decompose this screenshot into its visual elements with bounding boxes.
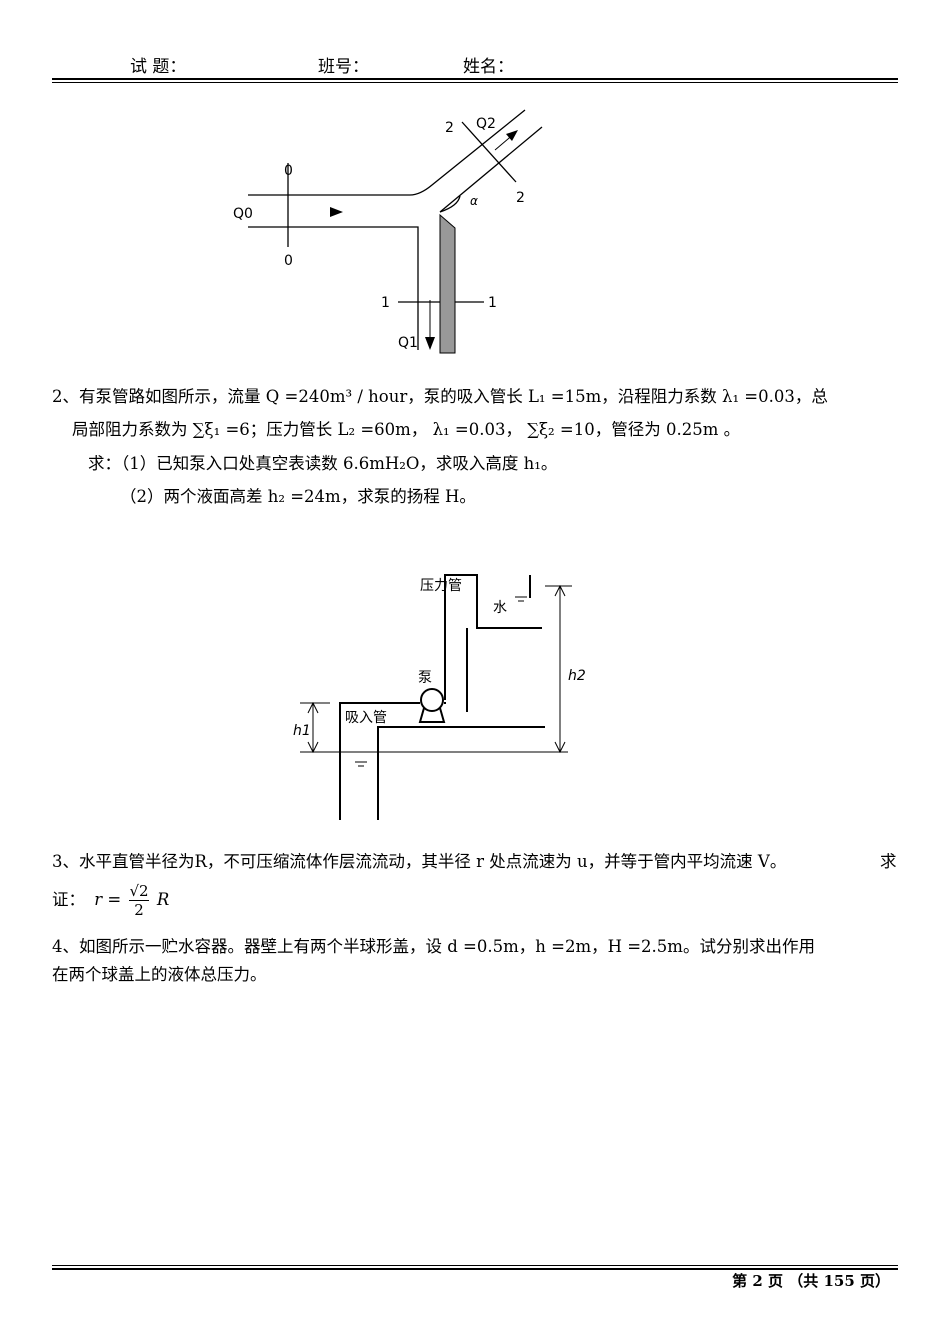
formula-fraction: √2 2 [129, 882, 149, 919]
label-q0: Q0 [233, 206, 253, 222]
footer-rule-thin [52, 1265, 898, 1266]
problem-3-text: 3、水平直管半径为R，不可压缩流体作层流流动，其半径 r 处点流速为 u，并等于… [52, 852, 787, 871]
problem-2-line-1: 2、有泵管路如图所示，流量 Q =240m³ / hour，泵的吸入管长 L₁ … [52, 387, 828, 406]
header-name: 姓名： [463, 57, 514, 77]
formula-numerator: √2 [129, 882, 149, 901]
flow-arrow-icon [425, 337, 435, 350]
label-section-0-bottom: 0 [284, 253, 293, 269]
header-subject: 试 题： [130, 57, 187, 77]
problem-2-line-3: 求：（1）已知泵入口处真空表读数 6.6mH₂O，求吸入高度 h₁。 [88, 454, 558, 473]
label-water: 水 [493, 600, 507, 616]
label-pump: 泵 [418, 670, 432, 686]
formula-rhs: R [156, 890, 170, 909]
header-rule [52, 78, 898, 80]
formula-lhs: r = [94, 890, 122, 909]
header-class-no: 班号： [318, 57, 369, 77]
label-section-1-right: 1 [488, 295, 497, 311]
label-section-2-bottom: 2 [516, 190, 525, 206]
figure-pump-system: 压力管 水 泵 吸入管 h1 h2 [293, 574, 586, 820]
problem-4-line-1: 4、如图所示一贮水容器。器壁上有两个半球形盖，设 d =0.5m，h =2m，H… [52, 937, 815, 956]
label-h2: h2 [568, 668, 586, 684]
problem-2-line-4: （2）两个液面高差 h₂ =24m，求泵的扬程 H。 [120, 487, 476, 506]
problem-2-line-2: 局部阻力系数为 ∑ξ₁ =6；压力管长 L₂ =60m， λ₁ =0.03， ∑… [72, 420, 741, 439]
label-pressure-pipe: 压力管 [420, 578, 462, 594]
page-number: 第 2 页 （共 155 页） [732, 1272, 890, 1290]
problem-3-line-1: 3、水平直管半径为R，不可压缩流体作层流流动，其半径 r 处点流速为 u，并等于… [52, 845, 902, 878]
header-rule-thin [52, 82, 898, 83]
label-alpha: α [470, 194, 478, 208]
figure-pipe-branch: Q0 0 0 1 1 Q1 2 2 Q2 α [233, 109, 543, 354]
flow-arrow-icon [506, 130, 518, 141]
flow-arrow-icon [330, 207, 343, 217]
problem-3-line-2: 证： r = √2 2 R [52, 882, 902, 932]
footer-rule [52, 1268, 898, 1270]
formula-denominator: 2 [134, 901, 144, 919]
problem-3-prefix: 证： [52, 890, 85, 909]
label-q2: Q2 [476, 116, 496, 132]
label-section-1-left: 1 [381, 295, 390, 311]
pump-icon [418, 688, 446, 723]
problem-4-line-2: 在两个球盖上的液体总压力。 [52, 965, 267, 984]
problem-3-tail: 求 [880, 852, 897, 871]
label-section-0-top: 0 [284, 163, 293, 179]
label-q1: Q1 [398, 335, 418, 351]
label-h1: h1 [293, 723, 311, 739]
label-section-2-top: 2 [445, 120, 454, 136]
label-suction-pipe: 吸入管 [345, 710, 387, 726]
